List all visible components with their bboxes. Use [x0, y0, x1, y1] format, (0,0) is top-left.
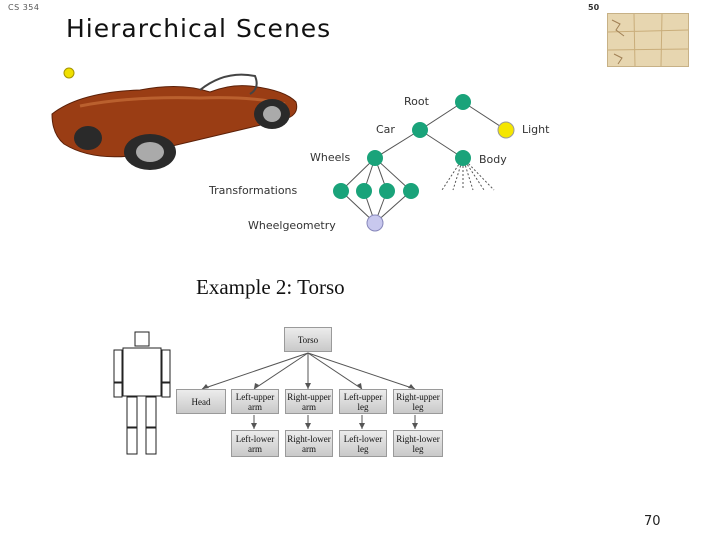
wheels-label: Wheels — [310, 151, 350, 164]
torso-node: Torso — [284, 327, 332, 352]
wheel-geometry-label: Wheelgeometry — [248, 219, 336, 232]
scene-graph: Root Car Light Wheels Body Transformatio… — [208, 94, 550, 232]
root-node — [455, 94, 471, 110]
light-label: Light — [522, 123, 550, 136]
page-number: 70 — [644, 514, 661, 529]
transform-node — [403, 183, 419, 199]
car-illustration — [51, 67, 298, 170]
torso-tree-edges — [201, 352, 418, 429]
car-node — [412, 122, 428, 138]
left-lower-leg-node: Left-lower leg — [339, 430, 387, 457]
map-thumbnail — [607, 13, 689, 67]
transform-node — [333, 183, 349, 199]
body-label: Body — [479, 153, 507, 166]
body-node — [455, 150, 471, 166]
course-label: CS 354 — [8, 3, 40, 12]
example2-title: Example 2: Torso — [196, 275, 345, 299]
left-upper-leg-node: Left-upper leg — [339, 389, 387, 414]
transformations-label: Transformations — [208, 184, 298, 197]
transform-node — [379, 183, 395, 199]
left-lower-arm-node: Left-lower arm — [231, 430, 279, 457]
geometry-node — [366, 214, 384, 232]
light-bulb-icon — [63, 67, 75, 79]
car-label: Car — [376, 123, 395, 136]
right-lower-arm-node: Right-lower arm — [285, 430, 333, 457]
root-label: Root — [404, 95, 430, 108]
slide-number: 50 — [588, 3, 600, 12]
slide-title: Hierarchical Scenes — [66, 14, 332, 43]
transform-node — [356, 183, 372, 199]
left-upper-arm-node: Left-upper arm — [231, 389, 279, 414]
light-node — [497, 121, 515, 139]
right-lower-leg-node: Right-lower leg — [393, 430, 443, 457]
right-upper-leg-node: Right-upper leg — [393, 389, 443, 414]
wheels-node — [367, 150, 383, 166]
torso-figure — [113, 331, 171, 455]
head-node: Head — [176, 389, 226, 414]
right-upper-arm-node: Right-upper arm — [285, 389, 333, 414]
